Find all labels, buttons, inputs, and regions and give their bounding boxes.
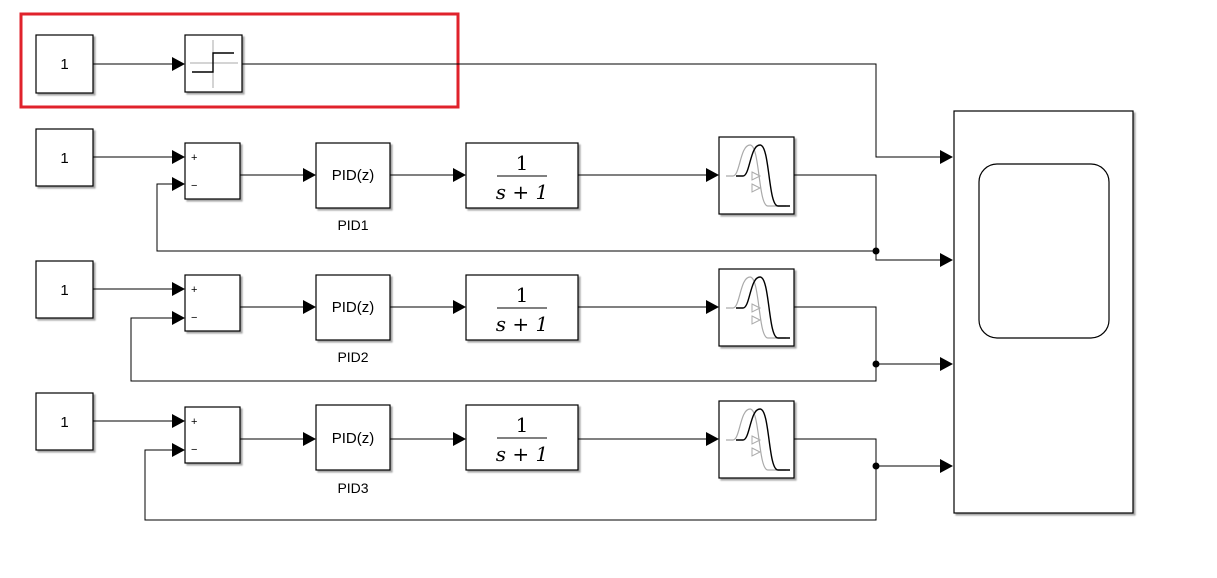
constant-value: 1 <box>60 150 68 167</box>
sum-minus-sign: − <box>191 444 197 456</box>
pid-controller-name: PID1 <box>337 217 368 233</box>
scope-block[interactable] <box>953 110 1134 514</box>
wire-step-to-scope <box>242 63 940 158</box>
wire-delay-to-scope <box>794 438 940 467</box>
arrowhead <box>453 300 466 314</box>
arrowhead <box>172 282 185 296</box>
pid-controller-name: PID3 <box>337 480 368 496</box>
transfer-function-numerator: 1 <box>516 413 529 437</box>
pid-controller-text: PID(z) <box>332 430 375 447</box>
step-icon <box>190 40 238 88</box>
constant-value: 1 <box>60 282 68 299</box>
transfer-function-denominator: s + 1 <box>496 442 548 466</box>
highlight-box <box>19 12 460 109</box>
pid-controller-block[interactable]: PID(z) <box>315 404 391 471</box>
top-constant-block[interactable]: 1 <box>35 34 94 94</box>
arrowhead <box>940 459 953 473</box>
arrowhead <box>453 168 466 182</box>
constant-block[interactable]: 1 <box>35 392 94 451</box>
wire-delay-to-scope <box>794 174 940 261</box>
transfer-function-denominator: s + 1 <box>496 312 548 336</box>
transfer-function-block[interactable]: 1 s + 1 <box>465 142 579 209</box>
arrowhead <box>940 357 953 371</box>
arrowhead <box>172 57 185 71</box>
arrowhead <box>303 432 316 446</box>
transport-delay-icon <box>726 408 790 471</box>
constant-block[interactable]: 1 <box>35 260 94 319</box>
sum-plus-sign: + <box>191 284 197 296</box>
transfer-function-numerator: 1 <box>516 151 529 175</box>
arrowhead <box>172 311 185 325</box>
sum-minus-sign: − <box>191 312 197 324</box>
arrowhead <box>172 443 185 457</box>
loop-2: 1 + − PID(z) PID2 1 s + 1 <box>35 260 953 382</box>
step-block[interactable] <box>184 34 243 93</box>
transport-delay-icon <box>726 144 790 207</box>
arrowhead <box>172 150 185 164</box>
arrowhead <box>453 432 466 446</box>
feedback-wire <box>130 317 877 382</box>
arrowhead <box>172 414 185 428</box>
loop-1: 1 + − PID(z) PID1 1 s + 1 <box>35 128 953 267</box>
transfer-function-numerator: 1 <box>516 283 529 307</box>
arrowhead <box>706 432 719 446</box>
sum-block[interactable]: + − <box>184 142 241 200</box>
feedback-wire <box>144 449 877 521</box>
arrowhead <box>706 168 719 182</box>
arrowhead <box>303 300 316 314</box>
sum-block[interactable]: + − <box>184 406 241 464</box>
sum-minus-sign: − <box>191 180 197 192</box>
arrowhead <box>940 253 953 267</box>
arrowhead <box>706 300 719 314</box>
feedback-wire <box>156 183 876 252</box>
pid-controller-text: PID(z) <box>332 299 375 316</box>
transfer-function-block[interactable]: 1 s + 1 <box>465 404 579 471</box>
transport-delay-icon <box>726 276 790 339</box>
sum-plus-sign: + <box>191 152 197 164</box>
top-constant-value: 1 <box>60 56 68 73</box>
constant-value: 1 <box>60 414 68 431</box>
sum-block[interactable]: + − <box>184 274 241 332</box>
arrowhead <box>303 168 316 182</box>
transport-delay-block[interactable] <box>718 136 795 215</box>
transfer-function-block[interactable]: 1 s + 1 <box>465 274 579 341</box>
pid-controller-block[interactable]: PID(z) <box>315 142 391 209</box>
loop-3: 1 + − PID(z) PID3 1 s + 1 <box>35 392 953 521</box>
wire-delay-to-scope <box>794 306 940 365</box>
sum-plus-sign: + <box>191 416 197 428</box>
arrowhead <box>940 150 953 164</box>
arrowhead <box>172 177 185 191</box>
scope-display-icon <box>978 163 1110 339</box>
transport-delay-block[interactable] <box>718 400 795 479</box>
pid-controller-text: PID(z) <box>332 167 375 184</box>
transfer-function-denominator: s + 1 <box>496 180 548 204</box>
pid-controller-name: PID2 <box>337 349 368 365</box>
constant-block[interactable]: 1 <box>35 128 94 187</box>
transport-delay-block[interactable] <box>718 268 795 347</box>
pid-controller-block[interactable]: PID(z) <box>315 274 391 341</box>
